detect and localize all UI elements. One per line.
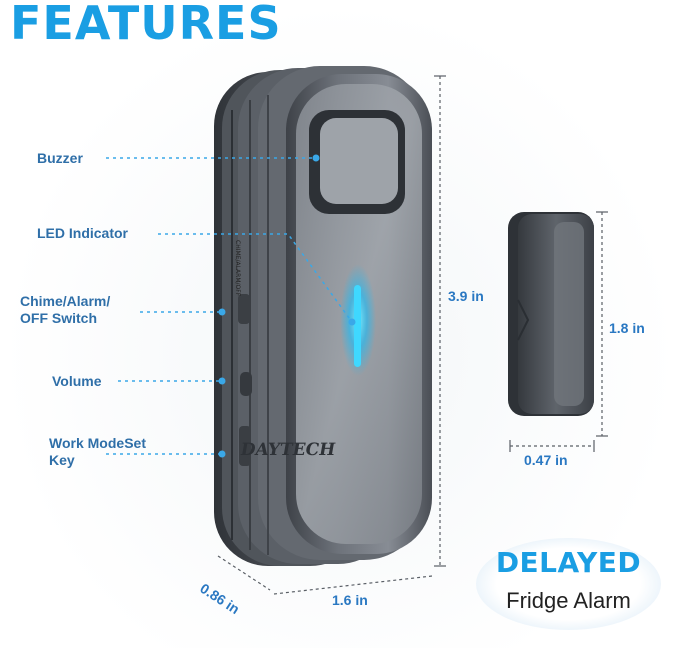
features-heading: FEATURES: [10, 0, 282, 50]
callout-leaders: [106, 157, 353, 455]
dim-height-main: 3.9 in: [448, 288, 484, 304]
brand-logo: DAYTECH: [239, 440, 337, 460]
callout-workmode-line1: Work ModeSet: [49, 435, 146, 451]
mode-switch: [238, 294, 250, 324]
work-mode-key: [239, 426, 251, 466]
callout-led-indicator: LED Indicator: [37, 225, 129, 241]
callout-switch-line1: Chime/Alarm/: [20, 293, 111, 309]
side-switch-text: CHIME/ALARM/OFF: [234, 240, 241, 297]
callout-switch-line2: OFF Switch: [20, 310, 97, 326]
delayed-badge: [476, 538, 661, 630]
dim-width-magnet: 0.47 in: [524, 452, 568, 468]
badge-subtitle: Fridge Alarm: [506, 588, 631, 613]
volume-button: [240, 372, 252, 396]
dim-height-magnet: 1.8 in: [609, 320, 645, 336]
callout-volume: Volume: [52, 373, 102, 389]
callout-dots: [218, 154, 356, 458]
badge-title: DELAYED: [495, 546, 642, 579]
callout-buzzer: Buzzer: [37, 150, 83, 166]
led-indicator: [354, 285, 361, 367]
dimension-lines: [217, 75, 608, 595]
dim-width-main: 1.6 in: [332, 592, 368, 608]
callout-workmode-line2: Key: [49, 452, 75, 468]
